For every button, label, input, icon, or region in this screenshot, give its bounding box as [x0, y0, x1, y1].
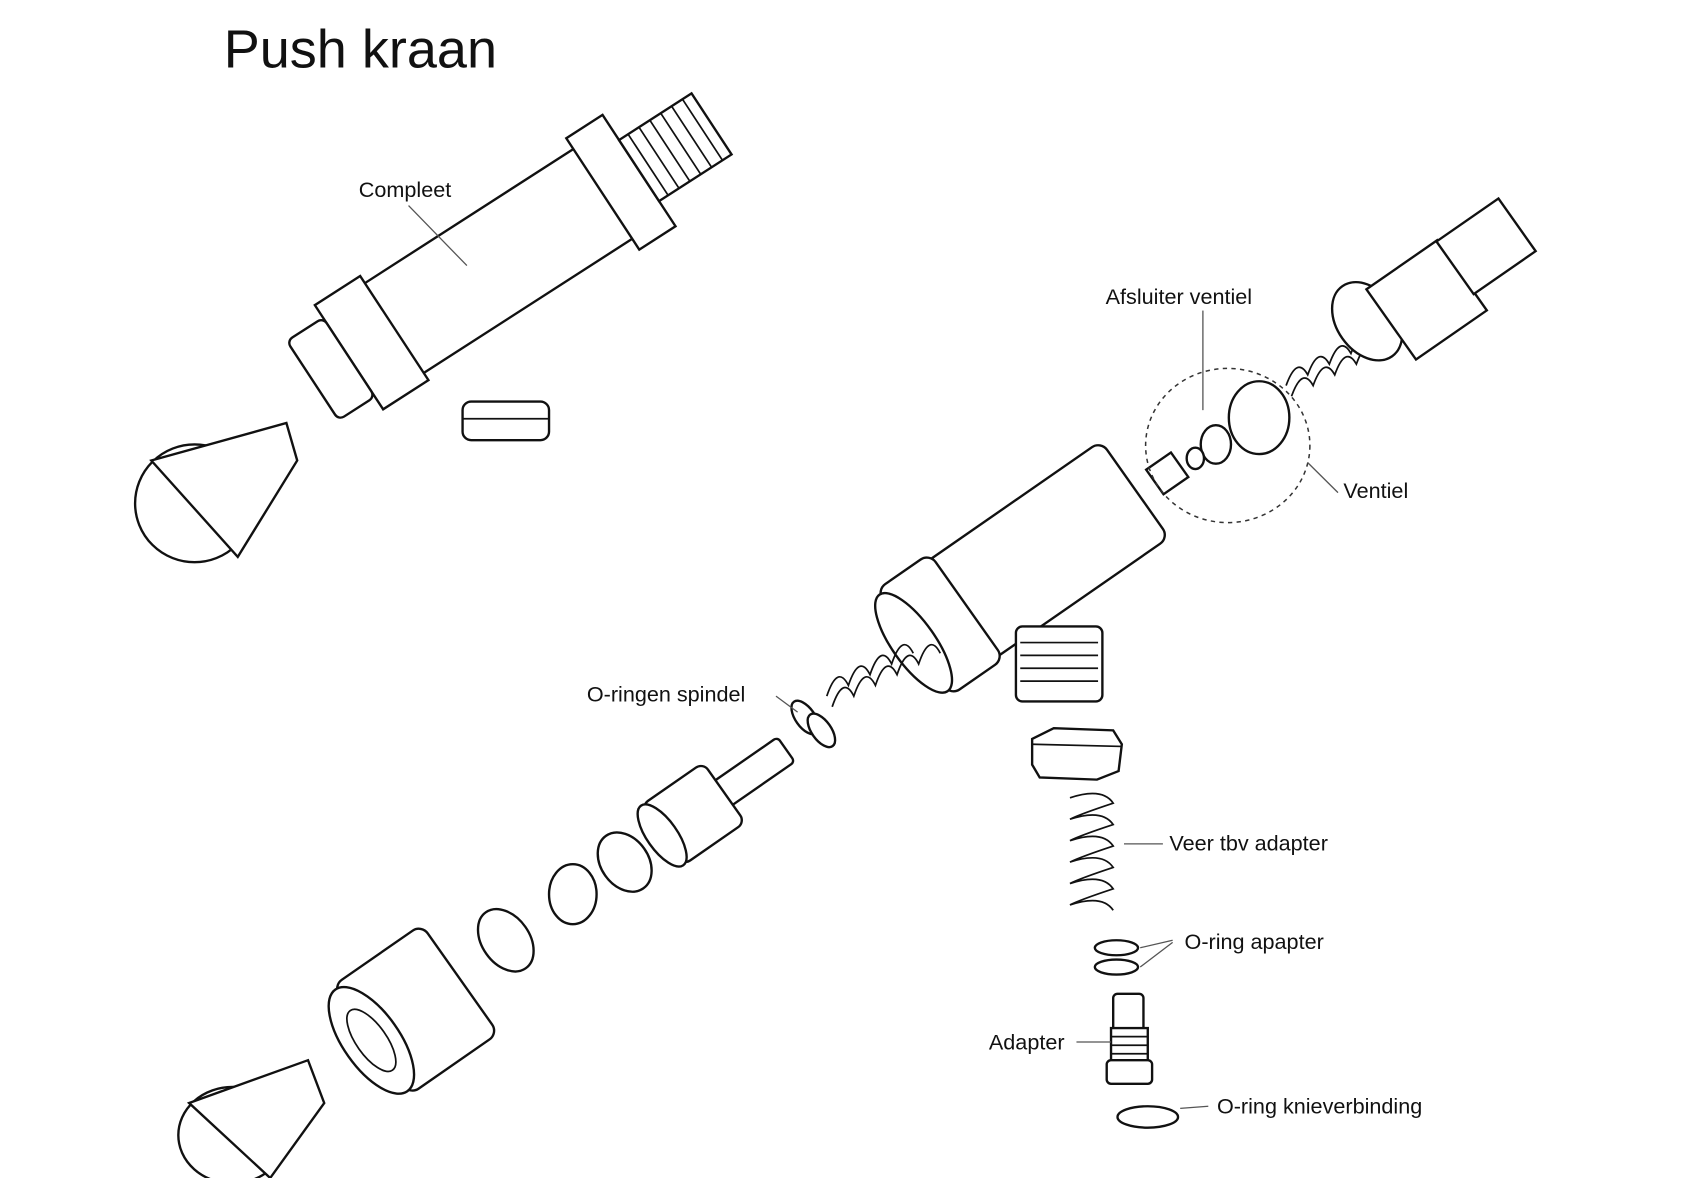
label-compleet: Compleet — [359, 178, 451, 202]
adapter-spring — [1069, 792, 1115, 911]
threaded-stud — [476, 907, 535, 973]
label-veer-tbv-adapter: Veer tbv adapter — [1169, 831, 1328, 855]
valve-washer — [1185, 446, 1206, 471]
label-ventiel: Ventiel — [1343, 479, 1408, 503]
leader-knieverbinding — [1180, 1105, 1209, 1110]
label-o-ring-knieverbinding: O-ring knieverbinding — [1217, 1095, 1422, 1119]
knee-o-ring — [1116, 1105, 1180, 1129]
valve-nut — [1330, 196, 1538, 362]
leader-o-ringen — [775, 695, 798, 713]
label-adapter: Adapter — [989, 1031, 1065, 1055]
front-nut — [327, 927, 496, 1095]
leader-o-ring-apapter — [1139, 939, 1174, 968]
valve-closer — [1199, 423, 1233, 465]
exploded-body — [873, 444, 1190, 703]
assembled-tap — [133, 91, 734, 564]
label-o-ringen-spindel: O-ringen spindel — [587, 683, 745, 707]
valve-seat — [1227, 380, 1291, 456]
tap-handle — [177, 1058, 326, 1178]
spindle-spring — [825, 643, 942, 708]
adapter-o-ring — [1093, 939, 1140, 957]
label-o-ring-apapter: O-ring apapter — [1185, 930, 1324, 954]
dome-cap — [547, 863, 598, 926]
page-title: Push kraan — [224, 20, 497, 80]
label-afsluiter-ventiel: Afsluiter ventiel — [1106, 285, 1252, 309]
leader-compleet — [408, 205, 468, 267]
adapter-nut — [1030, 727, 1124, 781]
spindle — [636, 737, 795, 868]
spindle-bushing — [596, 831, 653, 893]
valve-group-outline — [1144, 367, 1311, 524]
adapter — [1105, 992, 1154, 1085]
adapter-o-ring — [1093, 958, 1140, 976]
spindle-o-ring — [806, 712, 837, 749]
leader-ventiel — [1307, 462, 1339, 494]
